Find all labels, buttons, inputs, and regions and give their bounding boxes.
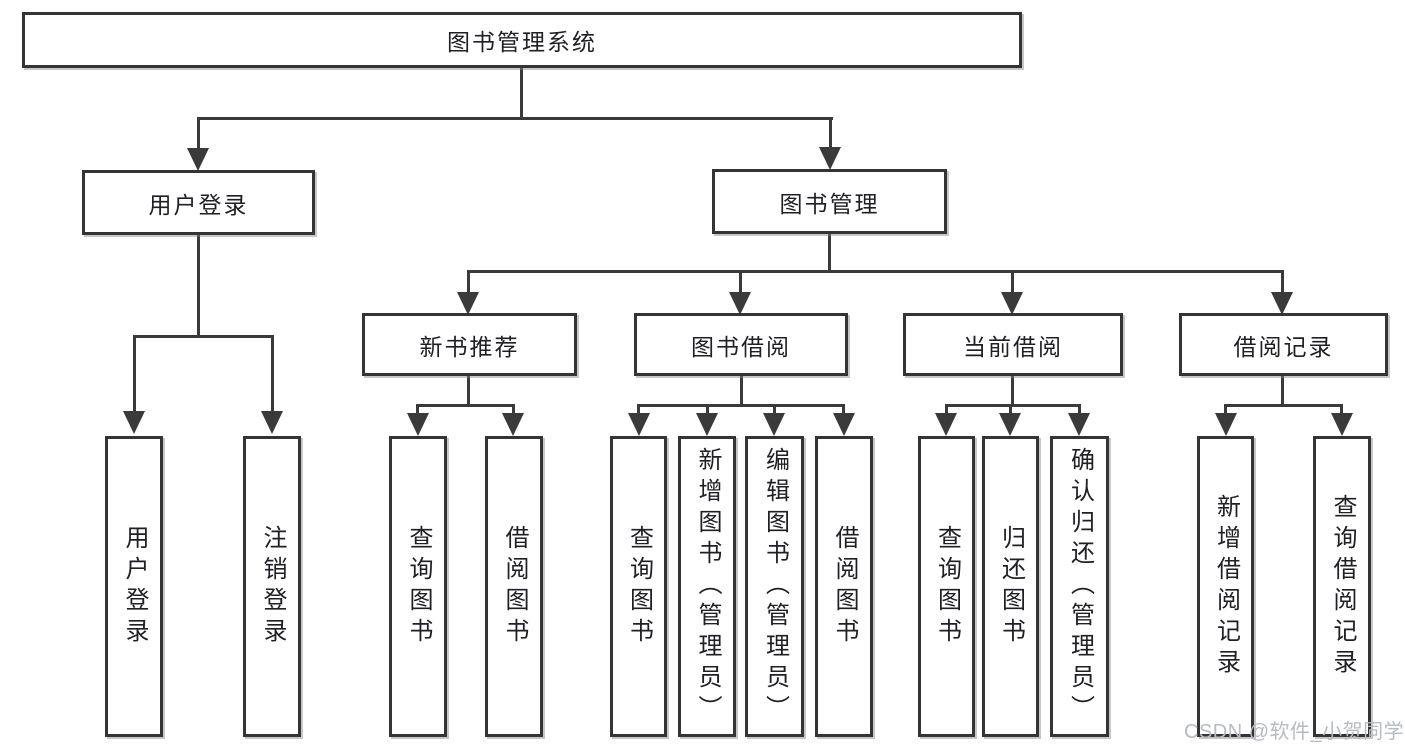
leaf-edit-books-admin: 编辑图书（管理员） [745,436,804,737]
arrow-down-icon [1331,413,1353,436]
arrow-down-icon [187,148,209,171]
arrow-down-icon [819,147,841,170]
connector-line [512,404,515,415]
connector-line [773,404,776,415]
node-label: 借阅图书 [501,524,528,649]
node-label: 图书管理 [779,190,880,217]
connector-line [1340,404,1343,415]
node-book-management: 图书管理 [712,169,947,234]
arrow-down-icon [696,413,718,436]
node-book-borrowing: 图书借阅 [634,313,848,376]
node-label: 查询借阅记录 [1329,493,1356,680]
node-label: 归还图书 [997,524,1025,649]
arrow-down-icon [729,292,751,315]
connector-line [945,404,948,415]
arrow-down-icon [833,413,855,436]
connector-line [945,404,1081,407]
node-library-management-system: 图书管理系统 [22,12,1022,68]
connector-line [467,270,1283,273]
leaf-return-books: 归还图书 [982,436,1039,737]
connector-line [1224,404,1343,407]
connector-line [1011,376,1014,407]
connector-line [133,335,136,412]
arrow-down-icon [407,413,429,436]
leaf-query-books-recommend: 查询图书 [389,436,447,737]
leaf-add-books-admin: 新增图书（管理员） [678,436,736,737]
connector-line [520,68,523,119]
arrow-down-icon [1271,292,1293,315]
node-user-login: 用户登录 [82,170,315,235]
connector-line [416,404,515,407]
arrow-down-icon [1068,413,1090,436]
node-label: 查询图书 [625,524,653,649]
node-label: 查询图书 [933,524,961,649]
leaf-user-login: 用户登录 [105,436,163,737]
leaf-query-books-current: 查询图书 [918,436,975,737]
connector-line [637,404,640,415]
connector-line [637,404,844,407]
node-label: 确认归还（管理员） [1066,447,1094,726]
connector-line [828,234,831,273]
arrow-down-icon [935,413,957,436]
connector-line [467,270,470,294]
leaf-query-borrow-record: 查询借阅记录 [1313,436,1371,737]
node-label: 借阅记录 [1233,333,1334,360]
arrow-down-icon [123,411,145,434]
connector-line [829,117,832,150]
node-new-book-recommend: 新书推荐 [362,313,577,376]
connector-line [133,335,274,338]
connector-line [197,117,200,150]
connector-line [197,235,200,338]
leaf-borrow-books-recommend: 借阅图书 [485,436,543,737]
arrow-down-icon [628,413,650,436]
connector-line [271,335,274,412]
csdn-watermark: CSDN @软件_小贺同学 [1184,721,1405,743]
connector-line [467,376,470,407]
connector-line [1281,270,1284,294]
leaf-add-borrow-record: 新增借阅记录 [1197,436,1254,737]
arrow-down-icon [1215,413,1237,436]
connector-line [842,404,845,415]
leaf-logout: 注销登录 [243,436,301,737]
connector-line [1011,270,1014,294]
node-label: 用户登录 [121,524,148,649]
arrow-down-icon [1001,292,1023,315]
node-label: 图书管理系统 [447,29,597,55]
connector-line [1078,404,1081,415]
arrow-down-icon [763,413,785,436]
node-borrowing-records: 借阅记录 [1179,313,1388,376]
connector-line [1224,404,1227,415]
arrow-down-icon [261,411,283,434]
arrow-down-icon [457,292,479,315]
arrow-down-icon [502,413,524,436]
connector-line [706,404,709,415]
node-label: 新增图书（管理员） [694,447,721,726]
node-label: 当前借阅 [963,333,1063,360]
node-label: 编辑图书（管理员） [761,447,789,726]
connector-line [1009,404,1012,415]
connector-line [197,117,833,120]
node-label: 新书推荐 [419,333,520,360]
connector-line [740,376,743,407]
arrow-down-icon [999,413,1021,436]
connector-line [739,270,742,294]
node-label: 用户登录 [148,191,249,218]
leaf-query-books-borrowing: 查询图书 [610,436,667,737]
leaf-confirm-return-admin: 确认归还（管理员） [1050,436,1109,737]
node-label: 查询图书 [405,524,432,649]
connector-line [1281,376,1284,407]
node-label: 图书借阅 [691,333,791,360]
connector-line [416,404,419,415]
node-label: 新增借阅记录 [1212,493,1240,680]
node-label: 借阅图书 [831,524,858,649]
node-label: 注销登录 [259,524,286,649]
node-current-borrowing: 当前借阅 [903,313,1123,376]
leaf-borrow-books: 借阅图书 [815,436,873,737]
